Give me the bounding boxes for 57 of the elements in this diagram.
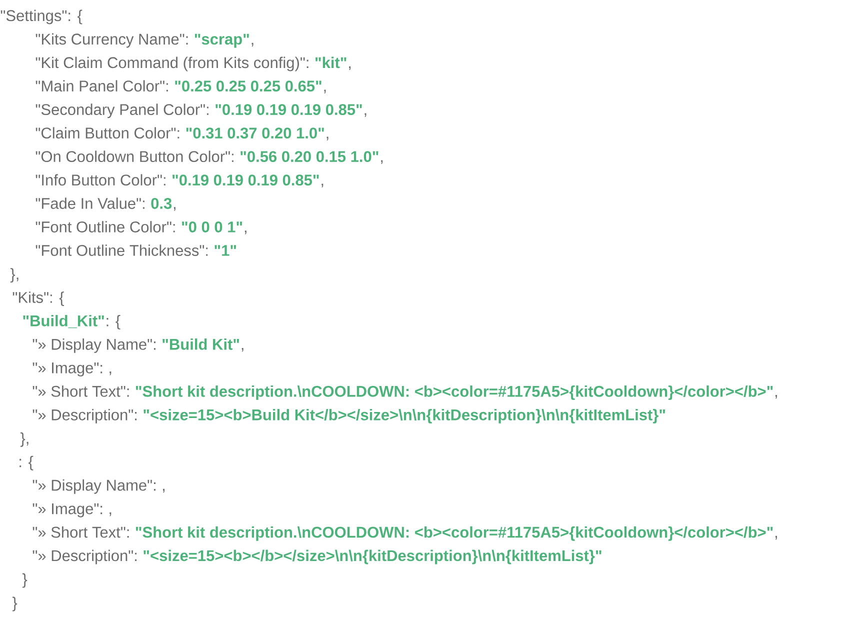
code-text: , xyxy=(349,66,351,70)
code-text: , xyxy=(242,348,244,352)
value-text: "0.31 0.37 0.20 1.0" xyxy=(186,128,324,139)
code-text: } xyxy=(22,573,28,588)
value-text: "1" xyxy=(214,245,236,256)
code-text: "Kit Claim Command (from Kits config)": xyxy=(36,56,308,72)
code-text: , xyxy=(110,372,112,376)
code-text: "Secondary Panel Color": xyxy=(36,104,208,118)
code-text: "» Short Text": xyxy=(32,385,129,397)
code-text: "Info Button Color": xyxy=(36,174,166,186)
value-text: "0.19 0.19 0.19 0.85" xyxy=(216,104,362,116)
code-text: "Main Panel Color": xyxy=(36,80,168,92)
value-text: "scrap" xyxy=(194,34,249,48)
value-text: "Build_Kit" xyxy=(23,314,104,328)
code-text: , xyxy=(324,90,326,94)
code-text: "Kits Currency Name": xyxy=(36,33,188,48)
code-text: }, xyxy=(20,432,28,447)
value-text: "0.56 0.20 0.15 1.0" xyxy=(240,151,378,162)
code-text: "Claim Button Color": xyxy=(36,127,180,139)
code-text: "» Display Name": xyxy=(32,338,156,353)
code-text: : { xyxy=(106,314,120,330)
value-text: "0.25 0.25 0.25 0.65" xyxy=(175,80,322,92)
code-text: "On Cooldown Button Color": xyxy=(36,150,234,162)
code-text: "Font Outline Color": xyxy=(36,221,175,232)
value-text: "Short kit description.\nCOOLDOWN: <b><color=#1175A5>{kitCooldown}</color></b>" xyxy=(136,526,773,541)
value-text: "kit" xyxy=(316,56,346,68)
code-text: , xyxy=(322,184,324,188)
code-text: , xyxy=(110,512,112,516)
code-text: , xyxy=(381,160,383,164)
value-text: "Build Kit" xyxy=(162,338,239,350)
code-text: "Settings": { xyxy=(0,10,82,24)
code-text: : { xyxy=(20,456,34,470)
code-text: "Font Outline Thickness": xyxy=(36,244,208,256)
value-text: "Short kit description.\nCOOLDOWN: <b><color=#1175A5>{kitCooldown}</color></b>" xyxy=(136,385,773,400)
code-text: "Kits": { xyxy=(12,292,64,306)
code-text: "Fade In Value": xyxy=(36,198,144,209)
code-text: }, xyxy=(10,268,18,282)
code-text: "» Image": xyxy=(32,362,102,376)
value-text: "<size=15><b>Build Kit</b></size>\n\n{kitDescription}\n\n{kitItemList}" xyxy=(144,408,665,424)
code-text: , xyxy=(775,395,777,399)
value-text: "<size=15><b></b></size>\n\n{kitDescription}\n\n{kitItemList}" xyxy=(144,550,602,564)
code-text: , xyxy=(364,113,366,117)
code-text: , xyxy=(174,207,176,211)
code-text: , xyxy=(775,536,777,540)
code-text: "» Description": xyxy=(32,408,137,424)
code-text: } xyxy=(12,596,18,612)
value-text: 0.3 xyxy=(151,198,172,209)
code-text: , xyxy=(252,42,254,46)
value-text: "0.19 0.19 0.19 0.85" xyxy=(172,174,319,186)
code-text: , xyxy=(244,230,246,234)
code-text: "» Description": xyxy=(32,550,137,564)
value-text: "0 0 0 1" xyxy=(182,221,242,232)
code-text: "» Image": xyxy=(32,503,102,518)
code-text: "» Short Text": xyxy=(32,526,129,538)
code-text: , xyxy=(326,136,328,140)
code-text: , xyxy=(163,488,165,493)
code-text: "» Display Name": xyxy=(32,479,156,494)
